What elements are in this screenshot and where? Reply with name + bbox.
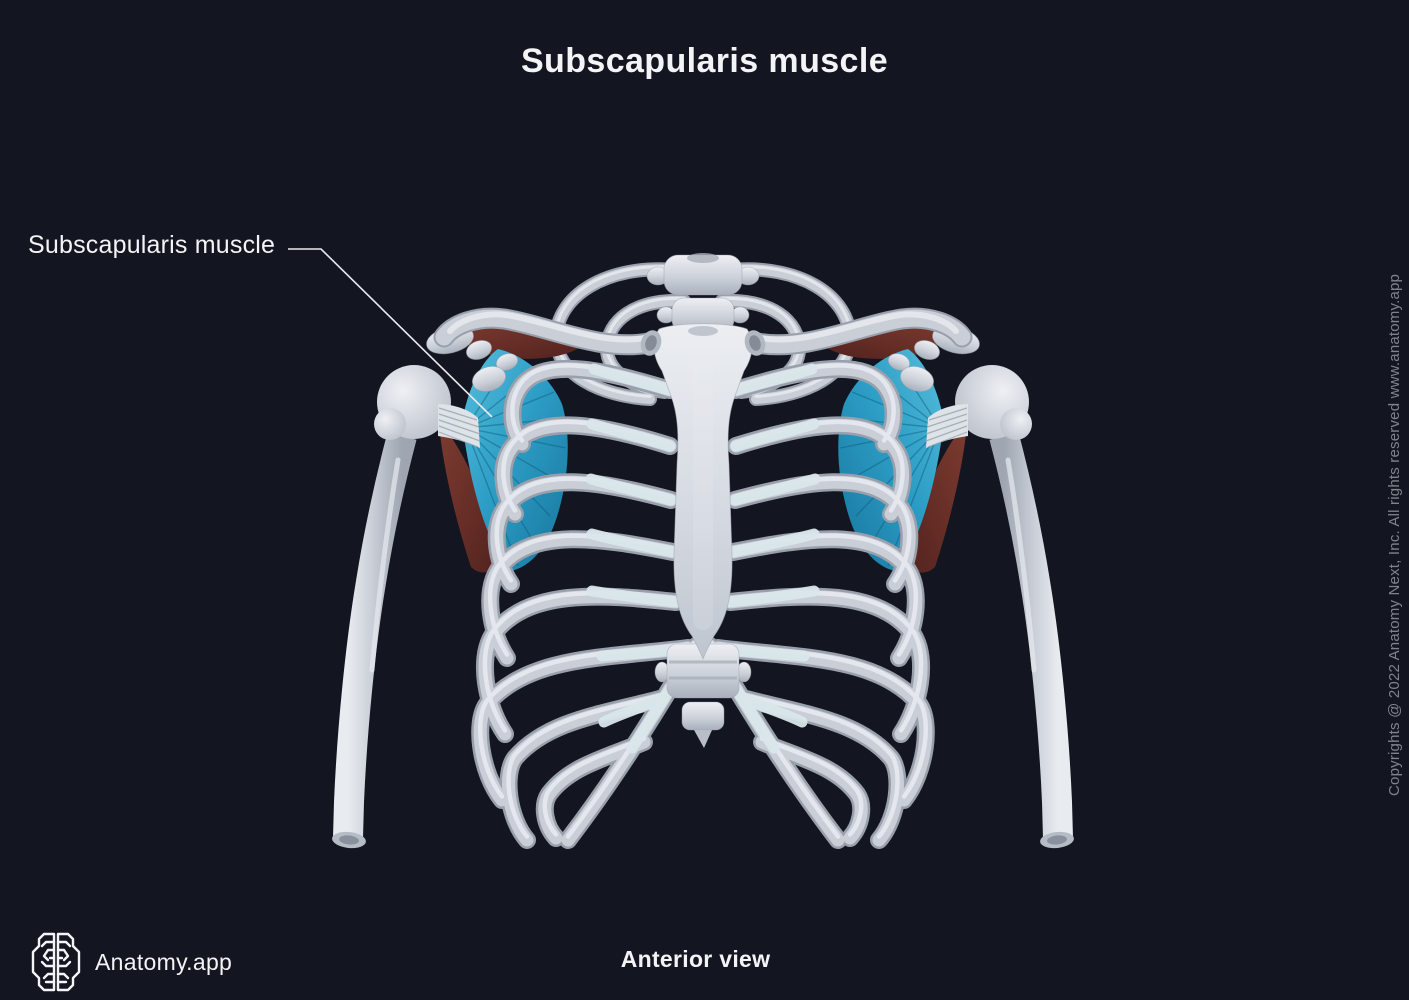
- lumbar-vertebrae: [654, 643, 752, 748]
- sternum: [653, 323, 753, 661]
- page-title: Subscapularis muscle: [520, 42, 889, 80]
- cervical-vertebrae: [646, 253, 760, 333]
- app-branding: Anatomy.app: [30, 931, 232, 993]
- annotation-leader-line: [288, 248, 493, 418]
- view-caption: Anterior view: [620, 946, 771, 972]
- copyright-watermark: Copyrights @ 2022 Anatomy Next, Inc. All…: [1386, 273, 1403, 796]
- app-name: Anatomy.app: [95, 948, 233, 975]
- brain-logo-icon: [31, 932, 81, 992]
- annotation-label: Subscapularis muscle: [28, 231, 276, 259]
- annotation: Subscapularis muscle: [28, 231, 275, 260]
